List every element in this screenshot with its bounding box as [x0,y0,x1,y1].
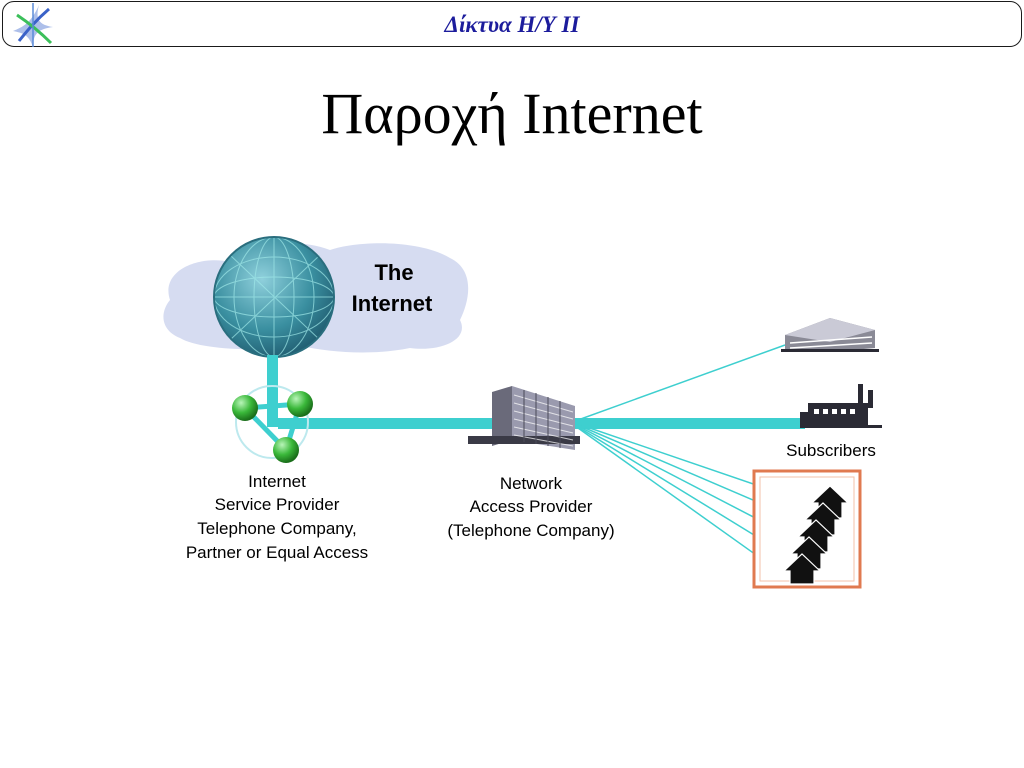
subscribers-label: Subscribers [786,441,876,460]
cloud-label-line1: The [374,260,413,285]
nap-label-line1: Network [500,474,563,493]
telephone-exchange-building-icon [468,386,580,450]
isp-label-line4: Partner or Equal Access [186,543,368,562]
isp-label-line1: Internet [248,472,306,491]
isp-label-line3: Telephone Company, [197,519,356,538]
houses-icon [782,485,850,585]
isp-node-cluster-icon [232,385,313,463]
factory-icon [800,384,882,428]
nap-label-line2: Access Provider [470,497,593,516]
header-bar: Δίκτυα Η/Υ ΙΙ [2,1,1022,47]
office-building-icon [781,318,879,352]
globe-icon [213,236,335,358]
slide-title: Παροχή Internet [321,81,703,146]
course-title: Δίκτυα Η/Υ ΙΙ [444,12,580,37]
nap-factory-link [575,418,805,429]
isp-nap-link [278,418,493,429]
star-logo-icon [13,3,53,47]
cloud-label-line2: Internet [352,291,433,316]
globe-isp-link [267,355,278,427]
isp-label-line2: Service Provider [215,495,340,514]
nap-label-line3: (Telephone Company) [447,521,614,540]
